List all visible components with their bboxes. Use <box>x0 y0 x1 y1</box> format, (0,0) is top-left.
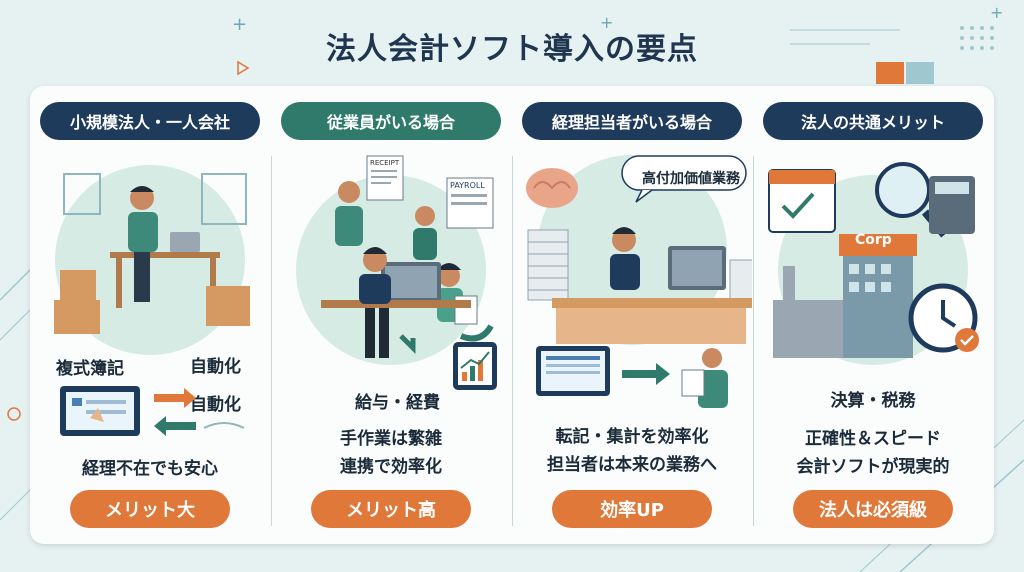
column-divider <box>753 156 754 526</box>
text-manual-work-tedious: 手作業は繁雑 <box>340 429 442 449</box>
text-focus-core-duties: 担当者は本来の業務へ <box>547 455 717 475</box>
label-automation-2: 自動化 <box>190 395 241 415</box>
text-posting-efficiency: 転記・集計を効率化 <box>555 427 709 447</box>
column-employees: 従業員がいる場合 RECEIPT PAYROLL <box>271 86 511 544</box>
column-divider <box>271 156 272 526</box>
label-payroll-expenses: 給与・経費 <box>355 393 440 413</box>
column-small-business: 小規模法人・一人会社 複式簿記 自動化 自動化 <box>30 86 270 544</box>
svg-text:+: + <box>990 3 1003 22</box>
badge-essential-for-corporations: 法人は必須級 <box>793 490 953 528</box>
bubble-high-value-work: 高付加価値業務 <box>642 171 740 187</box>
column-accountant: 経理担当者がいる場合 高付加価値業務 <box>512 86 752 544</box>
header-common-merits: 法人の共通メリット <box>763 102 983 140</box>
badge-efficiency-up: 効率UP <box>552 490 712 528</box>
page-title: 法人会計ソフト導入の要点 <box>326 32 698 67</box>
content-panel: 小規模法人・一人会社 複式簿記 自動化 自動化 <box>30 86 994 544</box>
doc-receipt-label: RECEIPT <box>370 159 400 167</box>
illustration-data-transfer <box>536 346 728 408</box>
text-integration-efficiency: 連携で効率化 <box>340 457 442 477</box>
text-accuracy-speed: 正確性＆スピード <box>805 429 941 449</box>
header-small-business: 小規模法人・一人会社 <box>40 102 260 140</box>
illustration-corporate <box>768 162 979 365</box>
illustration-tablet-arrows <box>60 386 245 436</box>
doc-payroll-label: PAYROLL <box>450 181 485 190</box>
text-peace-of-mind: 経理不在でも安心 <box>82 459 218 479</box>
illustration-solo-worker <box>54 165 250 355</box>
illustration-office-team: RECEIPT PAYROLL <box>296 155 494 365</box>
illustration-accountant-desk <box>526 155 752 345</box>
text-closing-tax: 決算・税務 <box>830 391 916 411</box>
text-software-practical: 会計ソフトが現実的 <box>796 457 950 477</box>
column-divider <box>512 156 513 526</box>
column-common-merits: 法人の共通メリット Corp 決算・税務 正確性 <box>753 86 993 544</box>
header-employees: 従業員がいる場合 <box>281 102 501 140</box>
chart-tablet-icon <box>453 342 497 390</box>
header-accountant: 経理担当者がいる場合 <box>522 102 742 140</box>
svg-text:+: + <box>600 13 613 32</box>
label-automation-1: 自動化 <box>190 357 241 377</box>
label-double-entry: 複式簿記 <box>56 359 124 379</box>
badge-big-merit: メリット大 <box>70 490 230 528</box>
building-sign-corp: Corp <box>855 232 892 248</box>
svg-text:+: + <box>232 14 247 35</box>
badge-high-merit: メリット高 <box>311 490 471 528</box>
